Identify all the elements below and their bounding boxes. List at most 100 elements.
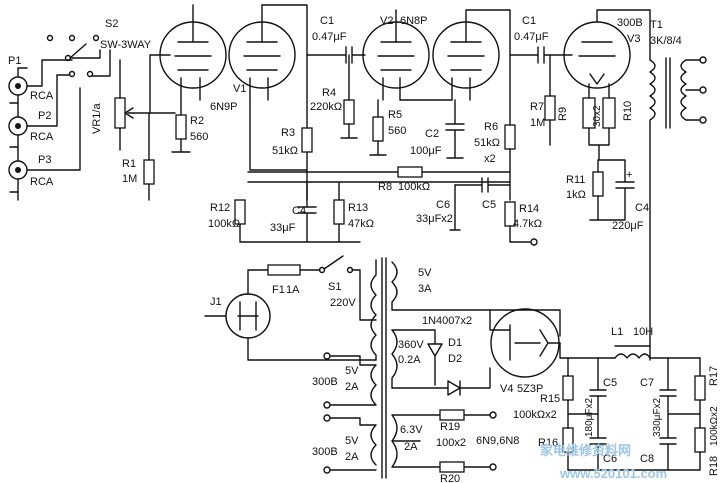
c1a-ref: C1 xyxy=(320,15,334,27)
selector-switch-s2 xyxy=(46,34,111,78)
c4b-plus: + xyxy=(626,169,632,181)
w2-a: 2A xyxy=(345,451,359,463)
r6-ref: R6 xyxy=(484,121,498,133)
capacitor-c1-b xyxy=(509,46,573,64)
resistor-r19 xyxy=(439,409,465,421)
c8-ref: C8 xyxy=(640,453,654,465)
v1-ref: V1 xyxy=(233,83,246,95)
watermark-cn: 家电维修资料网 xyxy=(540,443,631,458)
s2-label: S2 xyxy=(105,18,118,30)
r6-value: 51kΩ xyxy=(474,137,500,149)
w1-a: 2A xyxy=(345,381,359,393)
t1-ref: T1 xyxy=(650,19,663,31)
p2-type: RCA xyxy=(30,131,54,143)
winding-hv xyxy=(391,329,398,389)
r3-value: 51kΩ xyxy=(272,145,298,157)
r10-ref: R10 xyxy=(622,101,634,121)
r7-ref: R7 xyxy=(530,101,544,113)
resistor-r4 xyxy=(343,99,355,125)
r5-value: 560 xyxy=(388,125,406,137)
r6-note: x2 xyxy=(484,153,496,165)
c6-value: 33μFx2 xyxy=(416,213,453,225)
r13-ref: R13 xyxy=(348,202,368,214)
rca-jack-p3 xyxy=(8,160,28,180)
c5b-ref: C5 xyxy=(603,377,617,389)
resistor-r18 xyxy=(694,427,706,453)
c6b-ref: C6 xyxy=(603,453,617,465)
tube-v4 xyxy=(489,308,561,378)
r11-value: 1kΩ xyxy=(566,189,586,201)
choke-l1 xyxy=(614,345,651,359)
c1b-ref: C1 xyxy=(522,15,536,27)
winding-5v2a-2 xyxy=(329,417,377,471)
winding-6v3 xyxy=(391,414,491,468)
capacitor-c7-c8 xyxy=(659,357,701,471)
r12-value: 100kΩ xyxy=(208,218,240,230)
vr1-label: VR1/a xyxy=(91,103,103,134)
r2-value: 560 xyxy=(190,131,208,143)
v3-ref: V3 xyxy=(627,33,640,45)
c4a-ref: C4 xyxy=(292,205,306,217)
capacitor-c5-c6-psu xyxy=(567,357,607,471)
r14-ref: R14 xyxy=(519,203,539,215)
power-jack-j1 xyxy=(204,269,377,361)
r8-value: 100kΩ xyxy=(398,181,430,193)
whv-a: 0.2A xyxy=(398,354,421,366)
r16-ref: R16 xyxy=(538,437,558,449)
output-transformer-t1 xyxy=(649,56,707,361)
r15-ref: R15 xyxy=(540,393,560,405)
r7-value: 1M xyxy=(530,117,545,129)
resistor-r8 xyxy=(397,166,423,178)
v4-ref: V4 xyxy=(500,383,513,395)
resistor-r15 xyxy=(562,375,574,401)
r12-ref: R12 xyxy=(210,202,230,214)
w63-v: 6.3V xyxy=(400,424,423,436)
r18-ref: R18 xyxy=(708,456,720,476)
v1-type: 6N9P xyxy=(210,101,238,113)
s2-type: SW-3WAY xyxy=(100,39,152,51)
r19-ref: R19 xyxy=(440,421,460,433)
w2-v: 5V xyxy=(345,435,359,447)
watermark-url: www.520101.com xyxy=(559,466,667,481)
resistor-r5 xyxy=(372,116,384,142)
d2-label: D2 xyxy=(448,353,462,365)
t1-spec: 3K/8/4 xyxy=(650,35,682,47)
tube-v1 xyxy=(159,4,296,101)
resistor-r12 xyxy=(234,199,246,225)
resistor-r13 xyxy=(333,199,345,225)
v2-type: 6N8P xyxy=(400,15,428,27)
rca-jack-p2 xyxy=(8,116,28,136)
j1-label: J1 xyxy=(210,296,222,308)
heater-tubes: 6N9,6N8 xyxy=(476,435,519,447)
capacitor-c1-a xyxy=(306,46,366,64)
p1-type: RCA xyxy=(30,90,54,102)
l1-ref: L1 xyxy=(611,326,623,338)
tube-v3 xyxy=(563,9,651,89)
winding-5v3a xyxy=(391,261,561,337)
r1-ref: R1 xyxy=(122,158,136,170)
w1-v: 5V xyxy=(345,365,359,377)
r17-value: 100kΩx2 xyxy=(709,406,720,446)
r17-ref: R17 xyxy=(708,366,720,386)
c1b-value: 0.47μF xyxy=(514,31,549,43)
w1-tube: 300B xyxy=(312,376,338,388)
fuse-value: 1A xyxy=(286,284,300,296)
fuse-label: F1 xyxy=(272,284,285,296)
whv-v: 360V xyxy=(398,339,424,351)
r20-ref: R20 xyxy=(440,473,460,483)
tube-v2 xyxy=(362,9,511,101)
l1-value: 10H xyxy=(633,326,653,338)
c1a-value: 0.47μF xyxy=(312,31,347,43)
c5-ref: C5 xyxy=(482,199,496,211)
capacitor-c5-c6-fb xyxy=(449,177,511,231)
resistor-r11 xyxy=(592,171,604,197)
w2-tube: 300B xyxy=(312,446,338,458)
r13-value: 47kΩ xyxy=(348,218,374,230)
r14-value: 4.7kΩ xyxy=(513,218,542,230)
resistor-r1 xyxy=(143,159,155,185)
fuse-f1 xyxy=(267,264,301,276)
c6-ref: C6 xyxy=(436,199,450,211)
diode-label: 1N4007x2 xyxy=(422,315,472,327)
r8-ref: R8 xyxy=(378,181,392,193)
